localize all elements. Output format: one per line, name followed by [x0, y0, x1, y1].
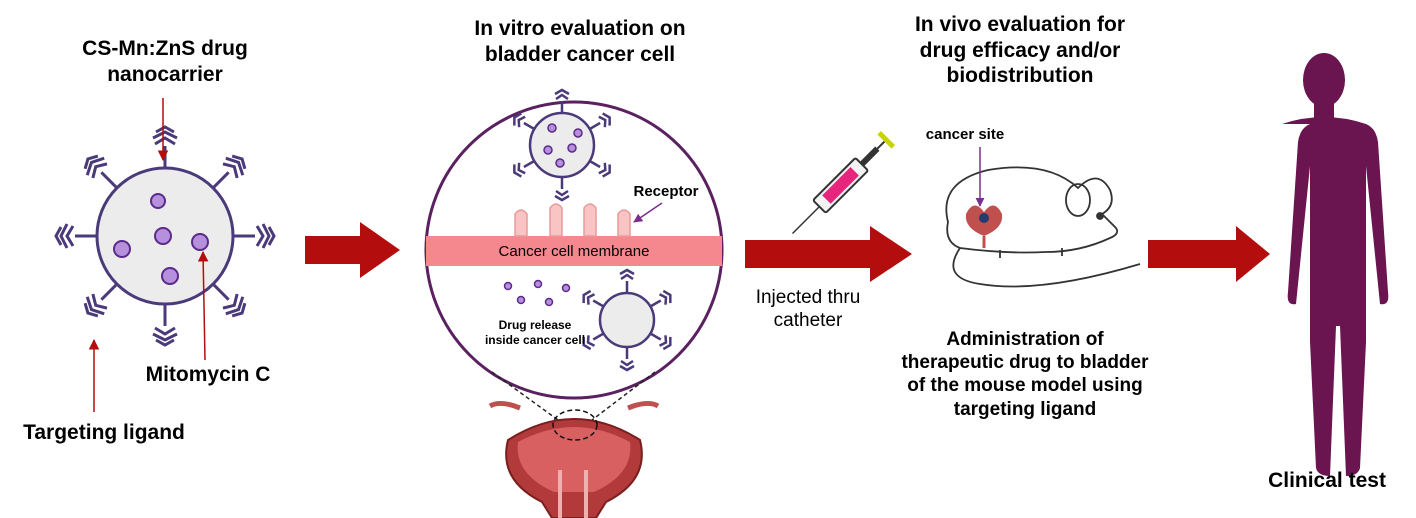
cancer-cell-membrane	[426, 236, 722, 266]
flow-arrow-2	[745, 226, 912, 282]
in-vivo-caption: Administration of therapeutic drug to bl…	[880, 328, 1170, 421]
injected-line2: catheter	[773, 310, 843, 332]
flow-arrow-3	[1148, 226, 1270, 282]
bladder-zoom-marker	[552, 409, 598, 441]
in-vivo-caption-line4: targeting ligand	[953, 398, 1097, 420]
receptor-pointer	[633, 202, 663, 223]
in-vivo-title: In vivo evaluation for drug efficacy and…	[880, 12, 1160, 89]
injected-line1: Injected thru	[755, 287, 861, 308]
internalized-nanocarrier	[578, 268, 676, 372]
drug-release-label: Drug release inside cancer cell	[470, 318, 600, 347]
in-vitro-title-line2: bladder cancer cell	[484, 42, 676, 66]
targeting-ligand-label: Targeting ligand	[23, 421, 185, 444]
in-vivo-title-line3: biodistribution	[946, 64, 1094, 88]
mouse-bladder-site	[965, 205, 1003, 248]
drug-release-line1: Drug release	[498, 318, 572, 332]
nanocarrier-title: CS-Mn:ZnS drug nanocarrier	[40, 36, 290, 87]
in-vivo-title-line2: drug efficacy and/or	[919, 38, 1121, 62]
zoom-line-right	[591, 371, 656, 421]
clinical-test-label: Clinical test	[1268, 469, 1386, 492]
receptor-label: Receptor	[633, 183, 699, 200]
in-vivo-caption-line2: therapeutic drug to bladder	[901, 352, 1149, 374]
nanocarrier-illustration	[54, 125, 276, 347]
bound-nanocarrier	[509, 88, 615, 202]
in-vitro-title-line1: In vitro evaluation on	[474, 17, 686, 40]
bladder-illustration	[488, 400, 660, 518]
in-vivo-title-line1: In vivo evaluation for	[914, 13, 1126, 36]
mitomycin-particles	[113, 193, 209, 285]
nanocarrier-title-line1: CS-Mn:ZnS drug	[82, 37, 248, 60]
syringe-icon	[791, 130, 896, 235]
mitomycin-pointer	[197, 250, 209, 361]
cancer-site-label: cancer site	[925, 126, 1005, 143]
in-vivo-caption-line3: of the mouse model using	[907, 375, 1143, 397]
mitomycin-label: Mitomycin C	[145, 363, 271, 386]
receptors	[514, 203, 631, 237]
human-silhouette	[1282, 53, 1389, 476]
in-vitro-title: In vitro evaluation on bladder cancer ce…	[440, 16, 720, 67]
nanocarrier-title-line2: nanocarrier	[107, 62, 223, 86]
drug-release-line2: inside cancer cell	[484, 332, 586, 347]
injected-label: Injected thru catheter	[748, 286, 868, 332]
released-drug-particles	[503, 279, 571, 307]
in-vitro-illustration	[424, 88, 724, 400]
flow-arrow-1	[305, 222, 400, 278]
in-vivo-caption-line1: Administration of	[946, 329, 1104, 350]
membrane-label: Cancer cell membrane	[498, 243, 650, 260]
